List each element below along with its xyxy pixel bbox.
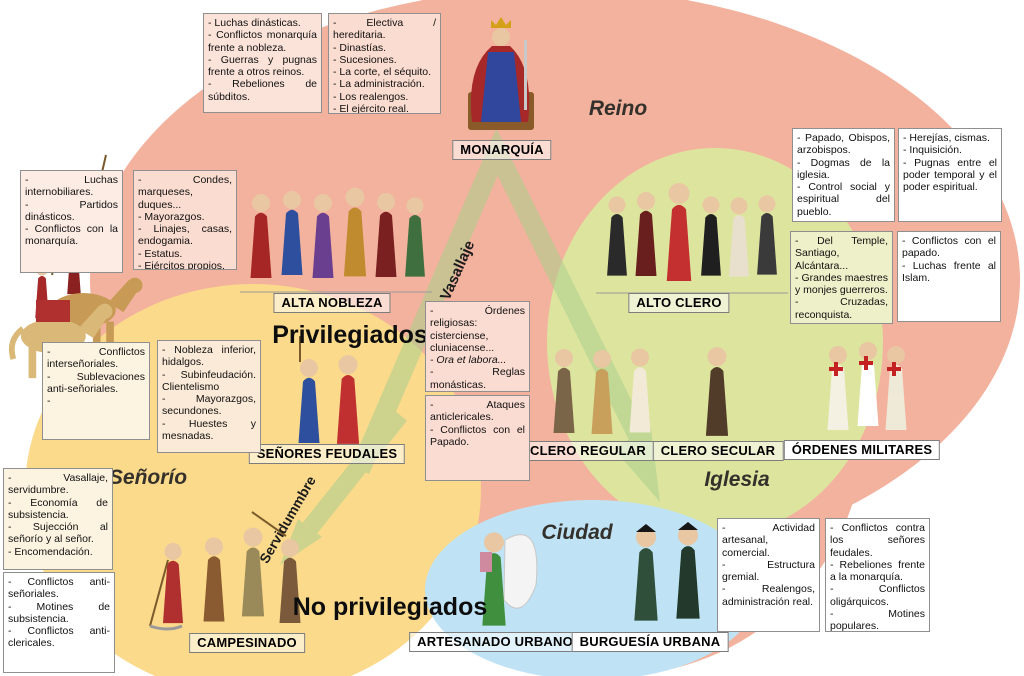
class-label-privilegiados: Privilegiados [272, 321, 428, 349]
monarquia-figure [468, 17, 534, 130]
region-label-reino: Reino [588, 97, 648, 120]
note-burguesia-conflictos: - Conflictos contra los señores feudales… [825, 518, 930, 632]
note-monarquia-conflictos: - Luchas dinásticas.- Conflictos monarqu… [203, 13, 322, 113]
note-monarquia-rasgos: - Electiva / hereditaria.- Dinastías.- S… [328, 13, 441, 114]
note-alta-nobleza-rasgos: - Condes, marqueses, duques...- Mayorazg… [133, 170, 237, 270]
clero-secular-figure [705, 347, 729, 436]
note-senores-feudales-rasgos: - Nobleza inferior, hidalgos.- Subinfeud… [157, 340, 261, 453]
alta-nobleza-figures [240, 187, 432, 293]
estate-label-clero-regular: CLERO REGULAR [522, 441, 654, 461]
note-campesinado-rasgos: - Vasallaje, servidumbre.- Economía de s… [3, 468, 113, 570]
note-ordenes-militares-conflictos: - Conflictos con el papado.- Luchas fren… [897, 231, 1001, 322]
note-clero-regular-rasgos: - Órdenes religiosas: cisterciense, clun… [425, 301, 530, 392]
estate-label-campesinado: CAMPESINADO [189, 633, 305, 653]
servidumbre-arrow [302, 409, 408, 534]
estate-label-senores-feudales: SEÑORES FEUDALES [248, 444, 406, 464]
burguesia-figures [634, 522, 700, 621]
campesinado-figures [149, 511, 301, 631]
note-alto-clero-rasgos: - Papado, Obispos, arzobispos.- Dogmas d… [792, 128, 895, 222]
note-senores-feudales-conflictos: - Conflictos interseñoriales.- Sublevaci… [42, 342, 150, 440]
estate-label-clero-secular: CLERO SECULAR [652, 441, 784, 461]
region-label-ciudad: Ciudad [541, 521, 613, 544]
clero-regular-figures [553, 348, 651, 434]
note-ordenes-militares-rasgos: - Del Temple, Santiago, Alcántara...- Gr… [790, 231, 893, 324]
note-clero-regular-conflictos: - Ataques anticlericales.- Conflictos co… [425, 395, 530, 481]
estate-label-monarquia: MONARQUÍA [452, 140, 552, 160]
estate-label-alta-nobleza: ALTA NOBLEZA [273, 293, 391, 313]
class-label-no-privilegiados: No privilegiados [292, 593, 488, 621]
ordenes-militares-figures [827, 342, 907, 430]
estate-label-ordenes-militares: ÓRDENES MILITARES [783, 440, 941, 460]
note-burguesia-rasgos: - Actividad artesanal, comercial.- Estru… [717, 518, 820, 632]
region-label-iglesia: Iglesia [704, 468, 770, 491]
estate-label-artesanado-urbano: ARTESANADO URBANO [409, 632, 581, 652]
region-label-senorio: Señorío [108, 466, 188, 489]
estate-label-alto-clero: ALTO CLERO [628, 293, 730, 313]
note-campesinado-conflictos: - Conflictos anti-señoriales.- Motines d… [3, 572, 115, 673]
note-alto-clero-conflictos: - Herejías, cismas.- Inquisición.- Pugna… [898, 128, 1002, 222]
senores-feudales-figures [298, 336, 360, 444]
note-alta-nobleza-conflictos: - Luchas internobiliares.- Partidos diná… [20, 170, 123, 273]
estate-label-burguesia-urbana: BURGUESÍA URBANA [571, 632, 729, 652]
artesanado-figure [480, 532, 538, 626]
